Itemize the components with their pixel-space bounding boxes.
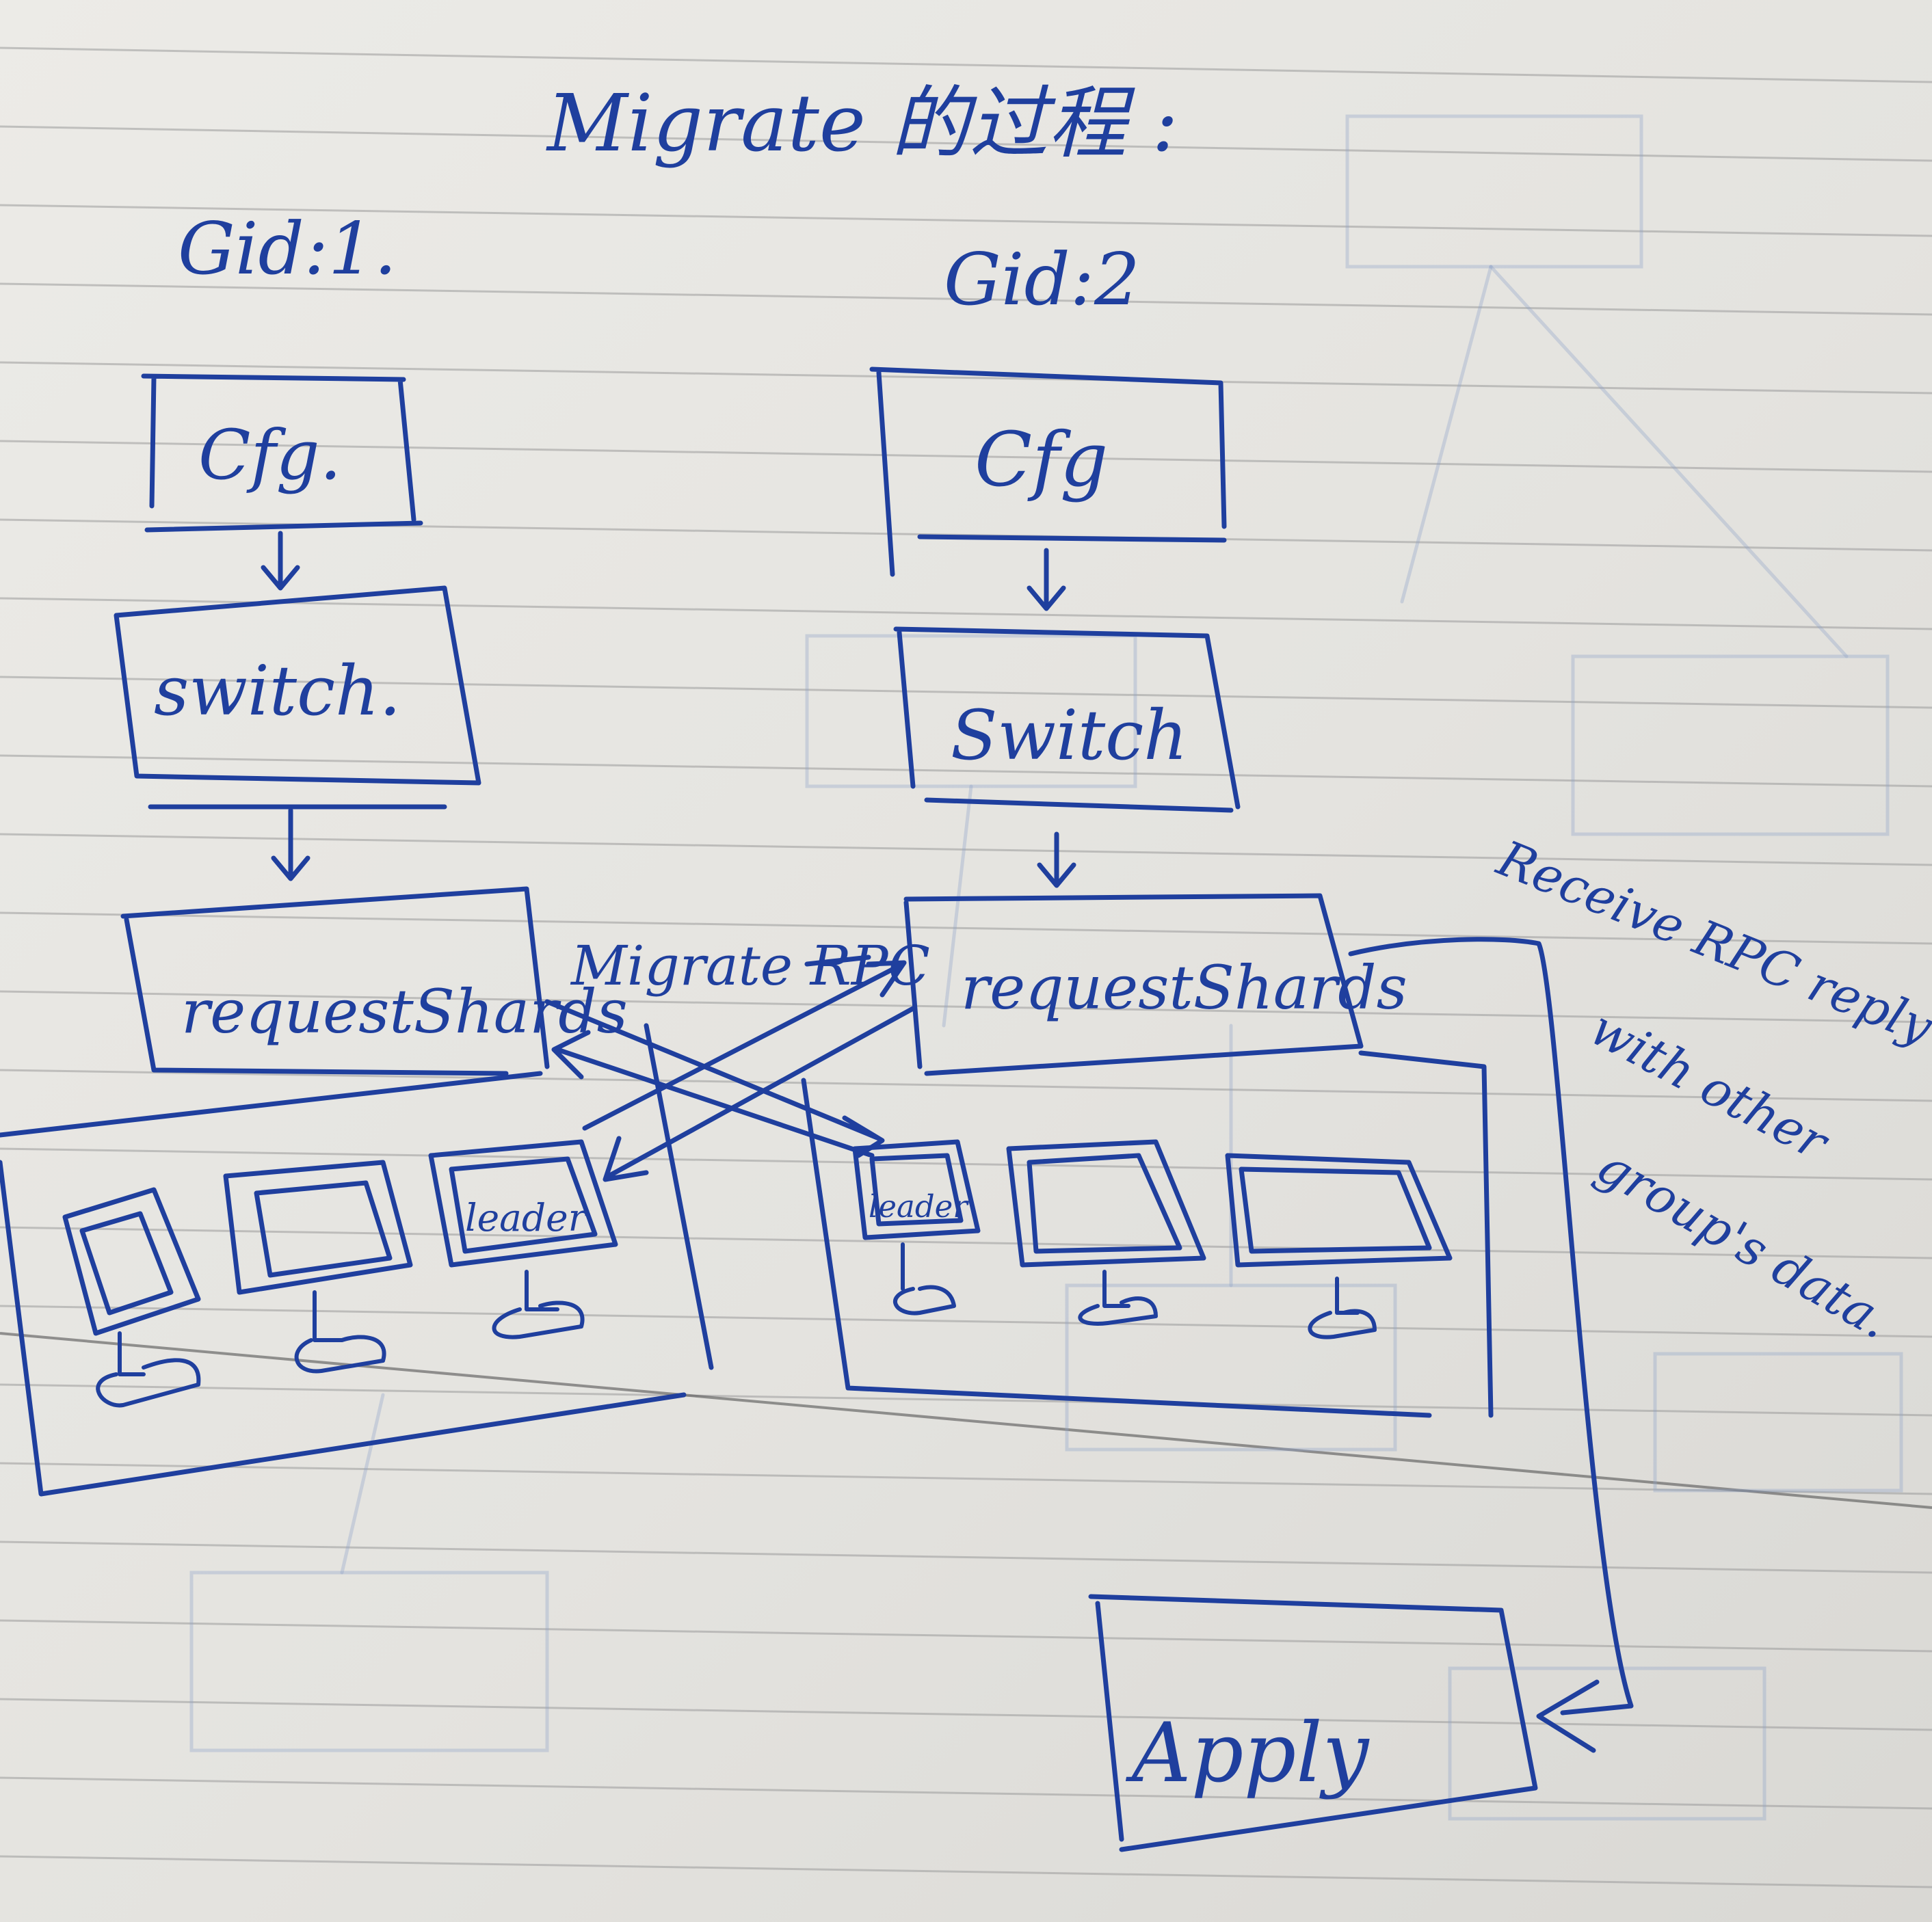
group-1-cfg-label: Cfg. <box>198 415 341 495</box>
group-1-server-2 <box>223 1160 413 1374</box>
receive-note-line-3: group's data. <box>1588 1136 1901 1350</box>
group-2-cluster: leader <box>801 1050 1494 1418</box>
group-2-request-label: requestShards <box>961 952 1407 1023</box>
group-2-server-3 <box>1225 1153 1453 1339</box>
group-1-switch-label: switch. <box>154 651 401 731</box>
arrow-cfg-to-switch-1 <box>261 531 300 591</box>
group-1-server-1 <box>62 1187 201 1408</box>
group-1-request-label: requestShards <box>181 976 628 1047</box>
group-2: Gid:2 Cfg Switch requestShards leader <box>801 238 1494 1418</box>
arrow-g2-leader-to-g1-request <box>551 1030 875 1158</box>
migrate-rpc-edges: Migrate RPC <box>544 934 930 1182</box>
group-1-request-box: requestShards <box>120 886 628 1076</box>
group-2-cfg-box: Cfg <box>869 366 1227 577</box>
arrow-g1-request-to-g2-leader <box>544 999 885 1158</box>
page-title: Migrate 的过程 : <box>546 78 1178 170</box>
group-2-server-2 <box>1006 1139 1206 1326</box>
group-1-leader-label: leader <box>465 1196 588 1240</box>
arrow-switch-to-request-1 <box>271 807 310 881</box>
receive-reply-edge: Receive RPC reply with other group's dat… <box>1348 829 1932 1753</box>
group-2-leader-label: leader <box>869 1188 969 1225</box>
apply-label: Apply <box>1125 1706 1371 1801</box>
group-2-switch-box: Switch <box>893 626 1241 813</box>
group-2-request-box: requestShards <box>903 893 1407 1076</box>
group-2-switch-label: Switch <box>951 695 1188 775</box>
group-2-id-label: Gid:2 <box>944 238 1140 321</box>
group-2-server-1-leader: leader <box>852 1139 981 1316</box>
group-1-cfg-box: Cfg. <box>141 373 423 533</box>
group-1-switch-box: switch. <box>114 585 481 786</box>
group-1: Gid:1. Cfg. switch. requestShards <box>0 207 714 1497</box>
group-1-cluster: leader <box>0 1023 714 1497</box>
migrate-rpc-underline <box>804 955 871 967</box>
arrow-cfg-to-switch-2 <box>1027 548 1066 611</box>
arrow-switch-to-request-2 <box>1037 831 1076 888</box>
group-1-server-3-leader: leader <box>428 1139 618 1339</box>
group-1-id-label: Gid:1. <box>178 207 397 291</box>
ruled-lines <box>0 46 1932 1888</box>
group-2-cfg-label: Cfg <box>975 416 1108 503</box>
arrow-g1-leader-to-g2-request <box>582 960 907 1131</box>
arrow-request-to-apply <box>1348 937 1634 1753</box>
apply-box: Apply <box>1088 1594 1538 1852</box>
